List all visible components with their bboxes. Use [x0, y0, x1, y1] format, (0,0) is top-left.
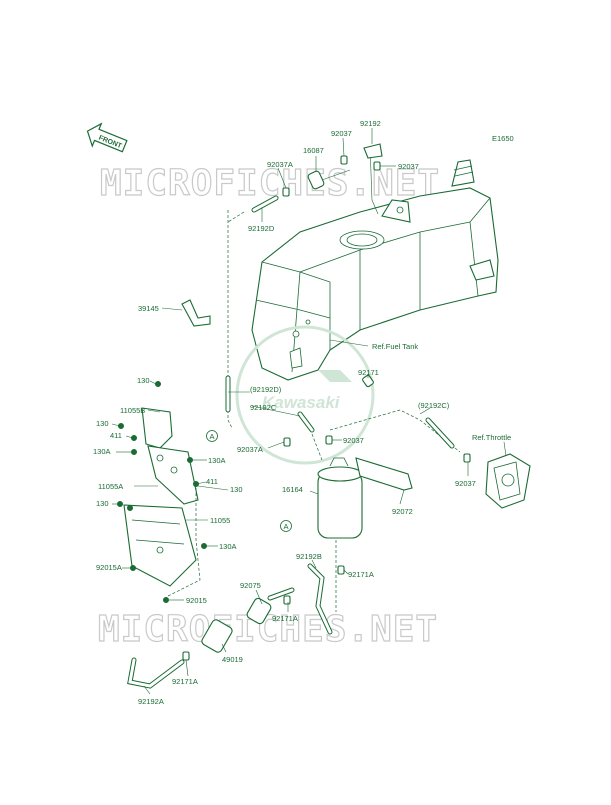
- ref-throttle: Ref.Throttle: [472, 433, 511, 442]
- part-labels: 92192 92037 16087 92037A 92037 92192D 39…: [93, 119, 476, 706]
- kawasaki-logo: Kawasaki: [235, 325, 375, 465]
- hose-92192: [363, 143, 383, 159]
- part-label: 411: [206, 477, 218, 486]
- part-label: 11055: [210, 516, 230, 525]
- ref-fuel-tank: Ref.Fuel Tank: [372, 342, 418, 351]
- part-label: (92192D): [250, 385, 282, 394]
- part-label: 92037: [343, 436, 364, 445]
- part-label: 130: [96, 499, 109, 508]
- part-label: 92037: [455, 479, 476, 488]
- part-label: 130A: [208, 456, 226, 465]
- callout-a-upper: A: [206, 430, 218, 442]
- part-label: 411: [110, 431, 122, 440]
- logo-text: Kawasaki: [262, 393, 341, 412]
- bracket-92072: [355, 457, 413, 491]
- part-label: 130: [137, 376, 150, 385]
- part-label: 130: [230, 485, 243, 494]
- part-label: 92037A: [267, 160, 293, 169]
- fuel-filter-49019: [201, 619, 233, 653]
- diagram-code: E1650: [492, 134, 514, 143]
- watermark-bottom: MICROFICHES.NET: [98, 609, 438, 650]
- part-label: 92075: [240, 581, 261, 590]
- part-label: 92171A: [348, 570, 374, 579]
- bracket-assembly: [123, 407, 199, 587]
- part-label: 92192D: [248, 224, 275, 233]
- strap-39145: [181, 299, 211, 327]
- throttle-body: [485, 453, 531, 509]
- part-label: 92192A: [138, 697, 164, 706]
- part-label: 92171A: [172, 677, 198, 686]
- part-label: 16087: [303, 146, 324, 155]
- part-label: 92192C: [250, 403, 277, 412]
- part-label: 39145: [138, 304, 159, 313]
- canister-16164: [317, 457, 363, 539]
- part-label: 92037: [398, 162, 419, 171]
- part-label: 130A: [219, 542, 237, 551]
- part-label: 92037A: [237, 445, 263, 454]
- watermark-top: MICROFICHES.NET: [100, 163, 440, 204]
- callout-a-lower: A: [280, 520, 292, 532]
- part-label: 130: [96, 419, 109, 428]
- svg-text:A: A: [210, 432, 215, 441]
- part-label: 92171A: [272, 614, 298, 623]
- fuel-filter-92075: [246, 597, 272, 625]
- part-label: 92192B: [296, 552, 322, 561]
- svg-text:A: A: [284, 522, 289, 531]
- part-label: 92192: [360, 119, 381, 128]
- front-arrow-icon: FRONT: [86, 122, 128, 153]
- bolts: [117, 381, 207, 603]
- part-label: 16164: [282, 485, 303, 494]
- part-label: 92015: [186, 596, 207, 605]
- part-label: 11055B: [120, 406, 145, 415]
- part-label: 92072: [392, 507, 413, 516]
- part-label: 130A: [93, 447, 111, 456]
- part-label: 92171: [358, 368, 379, 377]
- part-label: 49019: [222, 655, 243, 664]
- part-label: (92192C): [418, 401, 450, 410]
- part-label: 92037: [331, 129, 352, 138]
- leader-lines: [111, 128, 507, 695]
- fitting-16087: [307, 169, 351, 190]
- part-label: 92015A: [96, 563, 122, 572]
- part-label: 11055A: [98, 482, 123, 491]
